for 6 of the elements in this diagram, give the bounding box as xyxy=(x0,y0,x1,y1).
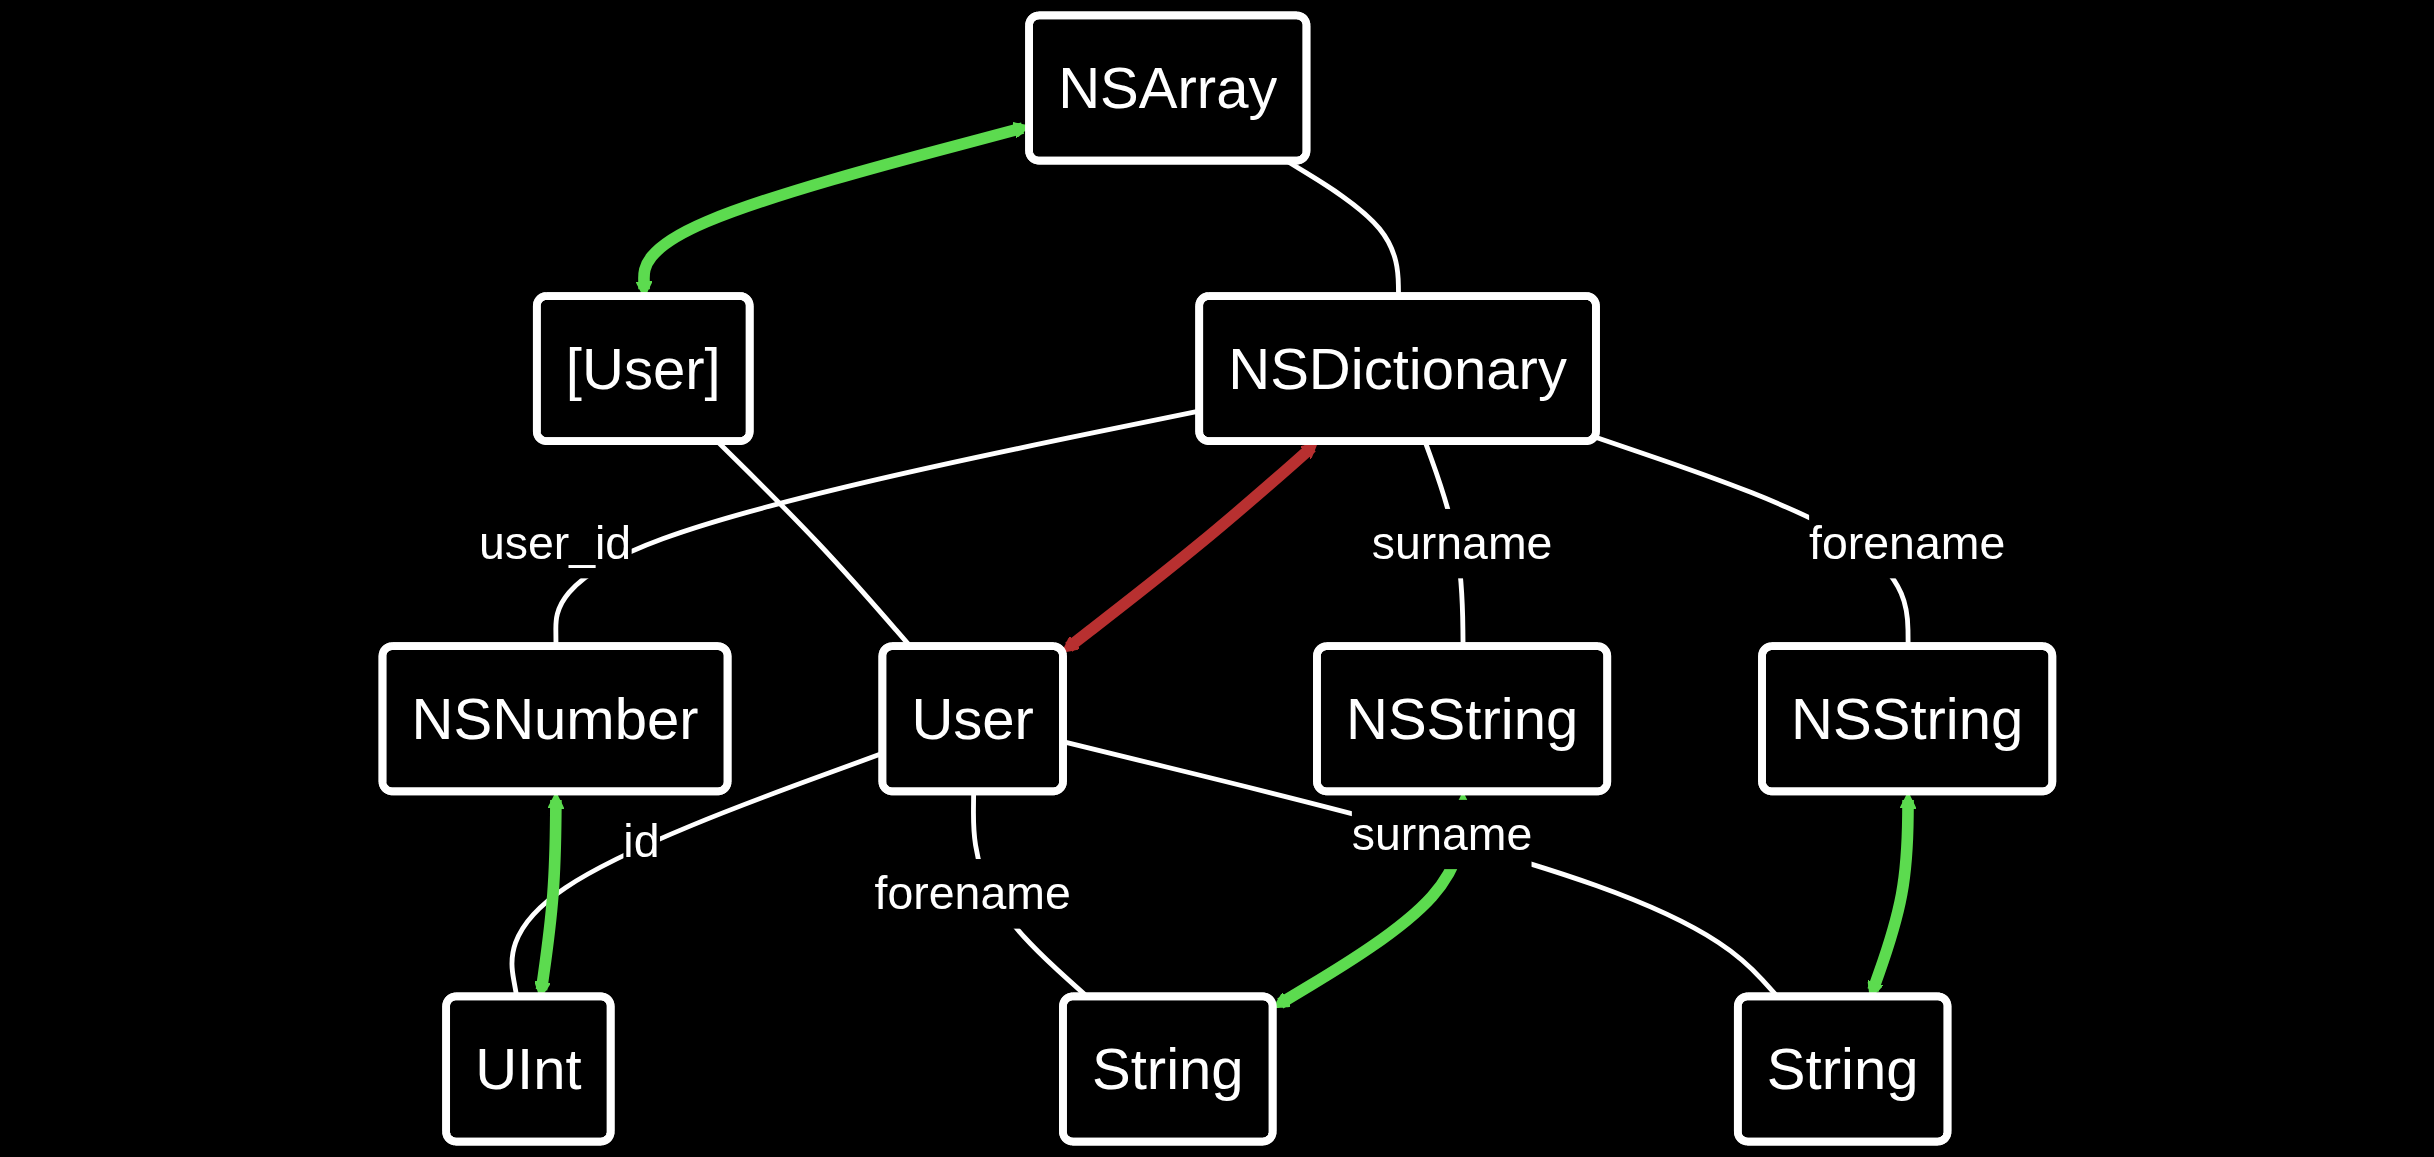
edge-label: surname xyxy=(1351,807,1532,860)
edge-label: id xyxy=(622,814,660,867)
edge-label: surname xyxy=(1371,516,1553,569)
edge-label: forename xyxy=(874,866,1071,920)
edge-label: user_id xyxy=(478,516,631,569)
edge-label: forename xyxy=(1808,516,2005,569)
